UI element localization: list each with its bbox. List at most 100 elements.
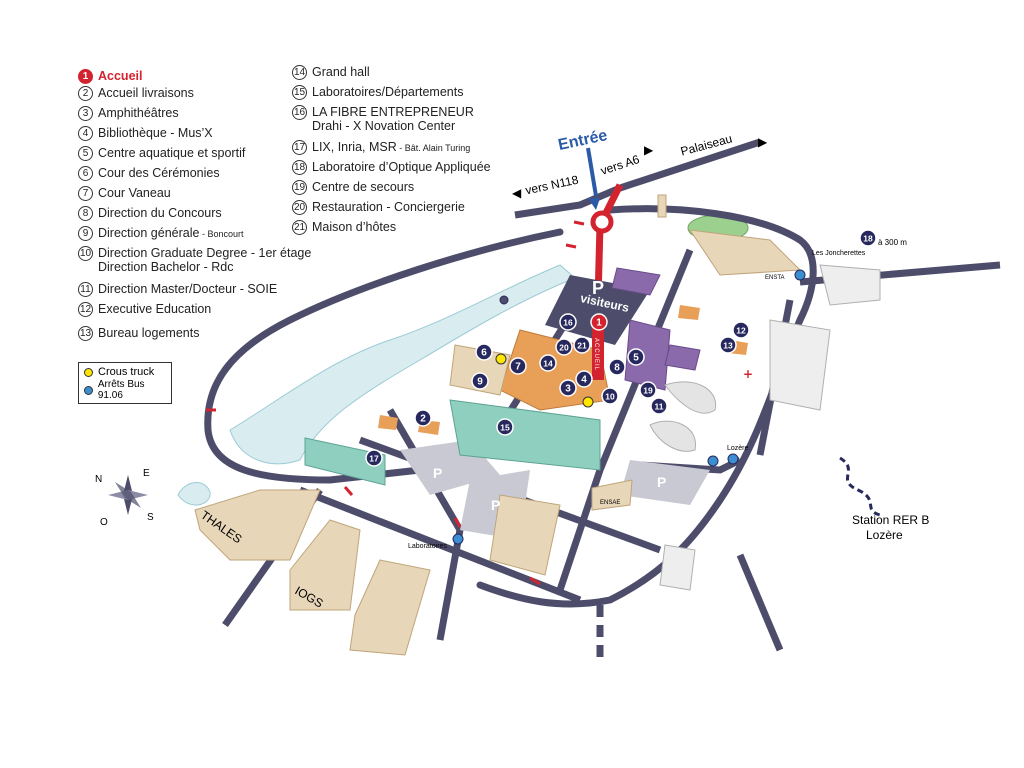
legend-label: Restauration - Conciergerie xyxy=(312,200,465,214)
legend-number-9: 9 xyxy=(78,226,93,241)
building-thales xyxy=(194,489,321,561)
accueil-bar xyxy=(592,320,604,380)
map-marker-label-16: 16 xyxy=(563,318,573,328)
legend-label-text: Cour des Cérémonies xyxy=(98,166,220,180)
map-marker-1[interactable] xyxy=(590,313,608,331)
map-marker-15[interactable] xyxy=(496,418,514,436)
legend-label: Cour Vaneau xyxy=(98,186,171,200)
map-marker-label-4: 4 xyxy=(581,375,587,386)
legend-label-text: Executive Education xyxy=(98,302,212,316)
entree-arrow xyxy=(586,147,598,197)
compass-o: O xyxy=(100,517,108,528)
map-marker-label-8: 8 xyxy=(614,363,620,374)
legend-label: Cour des Cérémonies xyxy=(98,166,220,180)
map-marker-6[interactable] xyxy=(475,343,493,361)
map-marker-5[interactable] xyxy=(627,348,645,366)
map-marker-21[interactable] xyxy=(573,336,591,354)
entree-arrow-head xyxy=(588,198,600,210)
building-orange-3 xyxy=(378,415,398,430)
map-marker-13[interactable] xyxy=(719,336,737,354)
legend-number-5: 5 xyxy=(78,146,93,161)
map-marker-4[interactable] xyxy=(575,370,593,388)
road-se xyxy=(736,553,784,652)
legend-label-text: Accueil livraisons xyxy=(98,86,194,100)
legend-label: Direction générale - Boncourt xyxy=(98,226,243,241)
map-marker-label-5: 5 xyxy=(633,353,639,364)
map-marker-label-12: 12 xyxy=(736,326,746,336)
map-marker-16[interactable] xyxy=(559,313,577,331)
arrow-left-icon: ◀ xyxy=(512,186,522,200)
building-iogs xyxy=(289,519,361,611)
legend-number-19: 19 xyxy=(292,180,307,195)
legend-number-6: 6 xyxy=(78,166,93,181)
legend-number-18: 18 xyxy=(292,160,307,175)
ensae-label: ENSAE xyxy=(600,500,621,506)
legend-info-box: Crous truck Arrêts Bus 91.06 xyxy=(78,362,172,404)
map-marker-3[interactable] xyxy=(559,379,577,397)
map-marker-label-11: 11 xyxy=(655,402,664,412)
legend-label-text: Grand hall xyxy=(312,65,370,79)
legend-number-1: 1 xyxy=(78,69,93,84)
building-teal-labs xyxy=(449,399,601,471)
map-marker-label-21: 21 xyxy=(577,341,587,351)
map-marker-14[interactable] xyxy=(539,354,557,372)
legend-label-text: Direction Graduate Degree - 1er étage xyxy=(98,246,312,260)
map-marker-10[interactable] xyxy=(601,387,619,405)
parking-p-1: P xyxy=(433,465,443,481)
rer-path xyxy=(839,456,881,517)
map-marker-12[interactable] xyxy=(732,321,750,339)
legend-label-text: Bureau logements xyxy=(98,326,200,340)
parking-visiteurs-p: P xyxy=(592,278,605,298)
map-marker-17[interactable] xyxy=(365,449,383,467)
map-marker-19[interactable] xyxy=(639,381,657,399)
roundabout xyxy=(590,210,614,234)
legend-label: Grand hall xyxy=(312,65,370,79)
building-iogs-2 xyxy=(349,559,431,656)
map-marker-label-10: 10 xyxy=(605,392,615,402)
legend-number-2: 2 xyxy=(78,86,93,101)
legend-number-17: 17 xyxy=(292,140,307,155)
map-marker-9[interactable] xyxy=(471,372,489,390)
bus-stop-laboratoires xyxy=(452,533,464,545)
legend-item-2: 2 Accueil livraisons xyxy=(78,86,194,101)
building-ensae xyxy=(591,479,633,511)
map-marker-20[interactable] xyxy=(555,338,573,356)
gate-3 xyxy=(453,517,462,528)
legend-label: Accueil xyxy=(98,69,142,83)
legend-label-text: Accueil xyxy=(98,69,143,83)
gate-4 xyxy=(529,576,541,586)
legend-label-line2: Drahi - X Novation Center xyxy=(312,119,456,133)
map-marker-18[interactable] xyxy=(859,229,877,247)
legend-label-note: - Boncourt xyxy=(199,229,244,239)
map-marker-8[interactable] xyxy=(608,358,626,376)
compass-e: E xyxy=(143,468,150,479)
map-marker-2[interactable] xyxy=(414,409,432,427)
legend-number-15: 15 xyxy=(292,85,307,100)
arrow-right-icon: ▶ xyxy=(644,143,654,157)
map-marker-7[interactable] xyxy=(509,357,527,375)
parking-p-3: P xyxy=(657,474,667,490)
crous-truck-marker-2 xyxy=(582,396,594,408)
map-marker-11[interactable] xyxy=(650,397,668,415)
legend-label-text: Direction du Concours xyxy=(98,206,222,220)
map-marker-label-3: 3 xyxy=(565,384,571,395)
legend-label-text: Bibliothèque - Mus’X xyxy=(98,126,213,140)
legend-label: Bibliothèque - Mus’X xyxy=(98,126,213,140)
bus-label: Arrêts Bus 91.06 xyxy=(97,379,145,401)
legend-label-text: LA FIBRE ENTREPRENEUR xyxy=(312,105,474,119)
legend-label: Laboratoire d’Optique Appliquée xyxy=(312,160,491,174)
building-purple-5 xyxy=(624,319,671,391)
legend-label-text: Maison d’hôtes xyxy=(312,220,397,234)
